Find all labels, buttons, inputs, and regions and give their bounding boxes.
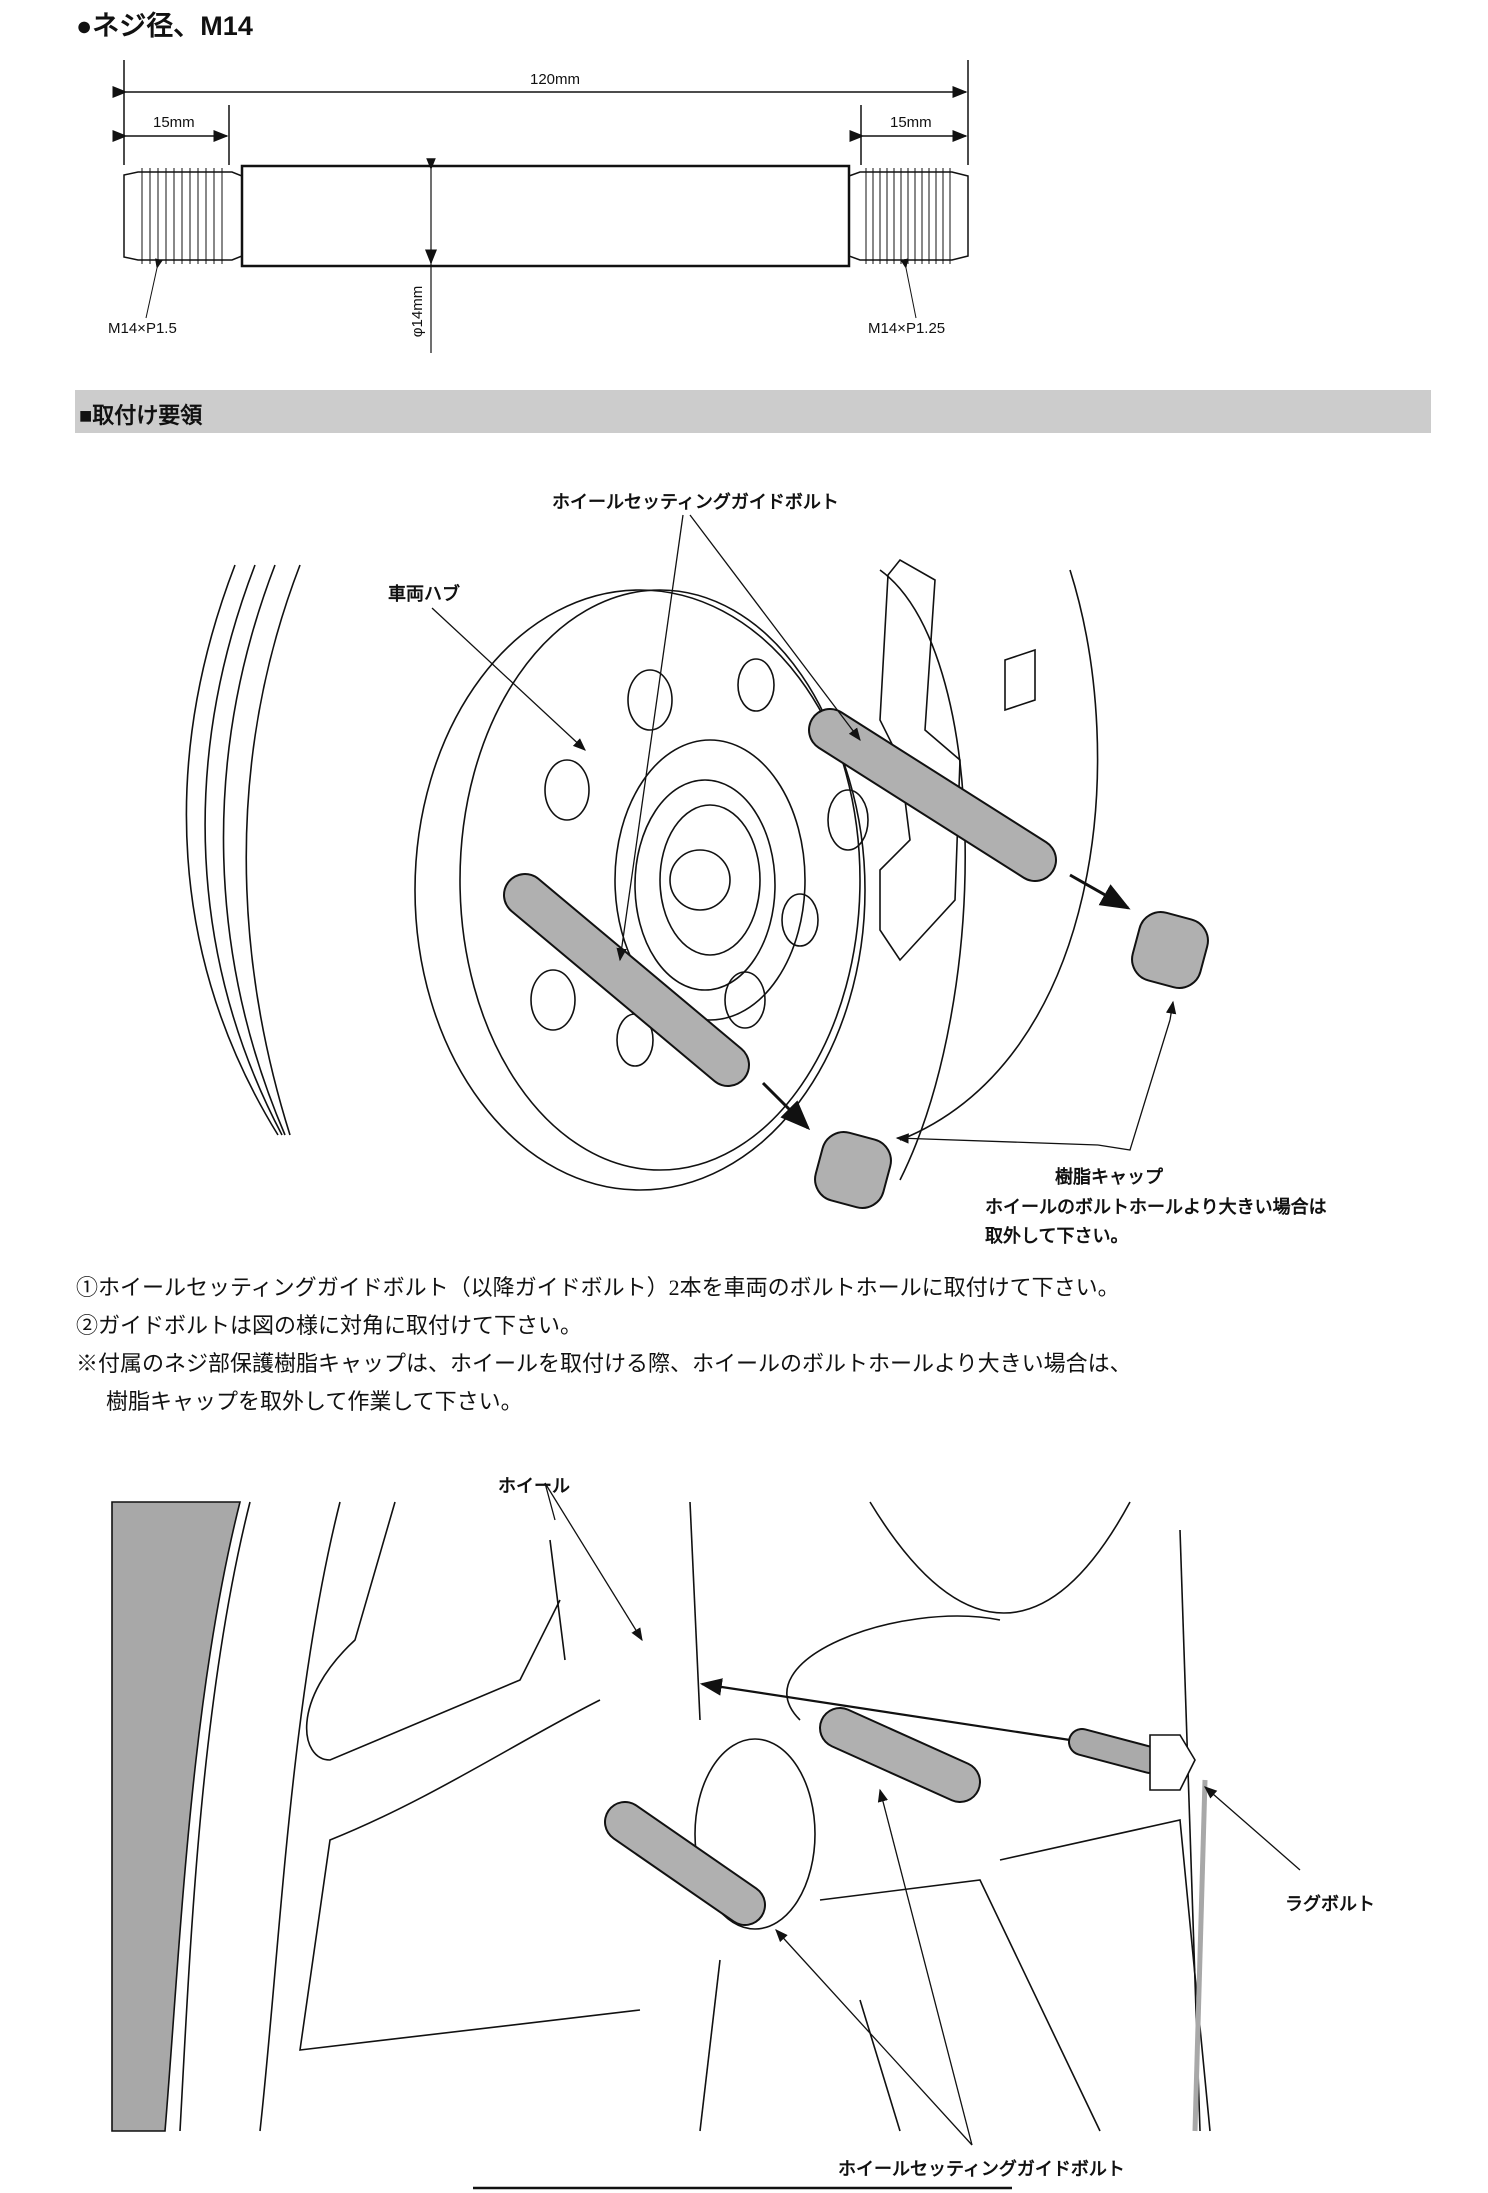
left-thread-spec: M14×P1.5 [108,320,177,337]
cap-label: 樹脂キャップ [1055,1167,1163,1187]
hub-label: 車両ハブ [388,584,460,604]
leader-lines-fig1 [431,514,1177,1151]
section-heading: ■取付け要領 [79,403,203,428]
resin-cap-lower [814,1131,892,1209]
leader-lines-fig2 [473,1482,1301,2190]
instruction-step1: ①ホイールセッティングガイドボルト（以降ガイドボルト）2本を車両のボルトホールに… [76,1275,1120,1300]
lug-bolt [1068,1728,1196,1791]
instruction-note-cont: 樹脂キャップを取外して作業して下さい。 [106,1389,523,1414]
overall-length-label: 120mm [530,71,581,88]
cap-note-line2: 取外して下さい。 [985,1226,1129,1246]
guide-bolt-fig2-right [819,1707,981,1803]
resin-cap-upper [1131,911,1209,989]
left-thread-length-label: 15mm [153,114,195,131]
wheel-illustration [111,1501,1211,2132]
diameter-label: φ14mm [409,285,427,338]
guide-bolt-lower [503,873,750,1087]
right-thread-spec: M14×P1.25 [868,320,946,337]
bolt-dimension-drawing [112,60,969,353]
guide-bolt-upper [808,708,1057,882]
guide-bolt-label-fig2: ホイールセッティングガイドボルト [838,2159,1125,2179]
guide-bolt-fig2-left [604,1801,766,1926]
guide-bolt-label: ホイールセッティングガイドボルト [552,492,839,512]
section-header: ■取付け要領 [75,390,1431,433]
lug-bolt-label: ラグボルト [1285,1894,1375,1914]
instruction-note: ※付属のネジ部保護樹脂キャップは、ホイールを取付ける際、ホイールのボルトホールよ… [76,1351,1132,1376]
wheel-label: ホイール [498,1476,570,1496]
cap-note-line1: ホイールのボルトホールより大きい場合は [985,1197,1327,1217]
thread-size-title: ●ネジ径、M14 [76,11,253,41]
right-thread-length-label: 15mm [890,114,932,131]
instruction-step2: ②ガイドボルトは図の様に対角に取付けて下さい。 [76,1313,583,1338]
hub-illustration [185,558,1099,1191]
